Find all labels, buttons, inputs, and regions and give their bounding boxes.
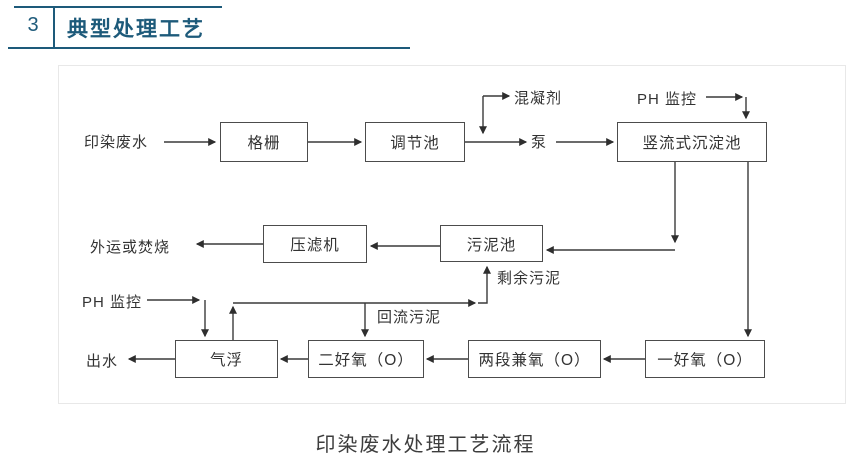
flow-box-regulating-tank: 调节池 bbox=[365, 122, 465, 162]
label-outbound-or-incineration: 外运或焚烧 bbox=[90, 239, 171, 256]
header-top-rule bbox=[14, 6, 222, 8]
flow-box-filter-press: 压滤机 bbox=[263, 225, 367, 263]
header-bottom-rule bbox=[8, 47, 410, 49]
label-ph-monitor-top: PH 监控 bbox=[637, 91, 698, 108]
label-ph-monitor-bottom: PH 监控 bbox=[82, 294, 143, 311]
flow-box-air-flotation: 气浮 bbox=[175, 340, 278, 378]
flow-box-two-stage-facultative: 两段兼氧（O） bbox=[468, 340, 601, 378]
section-number: 3 bbox=[27, 14, 39, 36]
label-surplus-sludge: 剩余污泥 bbox=[497, 270, 562, 287]
label-pump: 泵 bbox=[531, 134, 548, 151]
flow-box-vertical-sedimentation-tank: 竖流式沉淀池 bbox=[617, 122, 767, 162]
header-divider bbox=[53, 6, 55, 47]
flow-box-first-aerobic: 一好氧（O） bbox=[645, 340, 765, 378]
flow-box-screen: 格栅 bbox=[220, 122, 308, 162]
flow-box-sludge-tank: 污泥池 bbox=[440, 225, 543, 262]
label-influent: 印染废水 bbox=[84, 134, 149, 151]
figure-caption: 印染废水处理工艺流程 bbox=[315, 434, 536, 456]
section-title: 典型处理工艺 bbox=[67, 18, 205, 41]
label-coagulant: 混凝剂 bbox=[514, 90, 563, 107]
label-return-sludge: 回流污泥 bbox=[377, 309, 442, 326]
label-effluent: 出水 bbox=[86, 353, 119, 370]
flow-box-second-aerobic: 二好氧（O） bbox=[308, 340, 424, 378]
